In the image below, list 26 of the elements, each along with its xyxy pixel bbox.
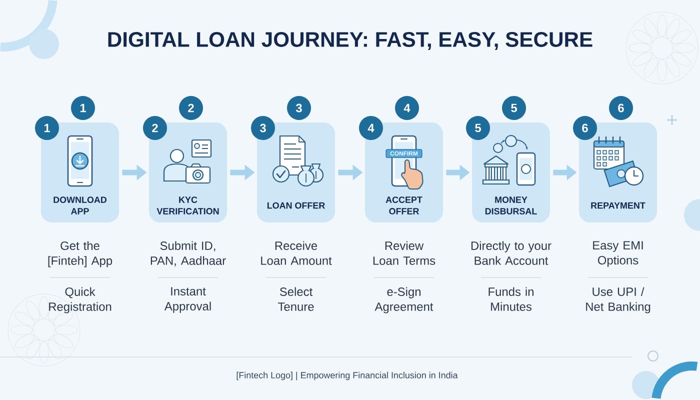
number-badge: 6 (609, 96, 633, 120)
number-badge: 2 (179, 96, 203, 120)
description-text: Funds in Minutes (488, 287, 534, 311)
number-badge: 5 (502, 96, 526, 120)
number-badge: 4 (395, 96, 419, 120)
number-badge: 2 (143, 116, 167, 140)
number-badge: 3 (287, 96, 311, 120)
description-text: Quick Registration (49, 287, 112, 314)
description-text: Get the [Finteh] App (48, 241, 112, 268)
number-badge: 6 (573, 116, 597, 140)
title: DIGITAL LOAN JOURNEY: FAST, EASY, SECURE (108, 32, 592, 50)
number-badge: 4 (359, 116, 383, 140)
footer-text: [Fintech Logo] | Empowering Financial Inclusion in India (236, 372, 458, 380)
description-text: Receive Loan Amount (261, 241, 332, 265)
number-badge: 1 (71, 96, 95, 120)
number-badge: 1 (35, 116, 59, 140)
description-text: Review Loan Terms (373, 241, 436, 265)
description-text: Select Tenure (278, 287, 314, 311)
number-badge: 5 (466, 116, 490, 140)
number-badge: 3 (251, 116, 275, 140)
description-text: Instant Approval (164, 287, 211, 313)
description-text: Easy EMI Options (593, 241, 643, 267)
description-text: Directly to your Bank Account (471, 241, 552, 265)
description-text: e-Sign Agreement (374, 287, 434, 314)
description-text: Submit ID, PAN, Aadhaar (150, 241, 226, 266)
description-text: Use UPI / Net Banking (586, 287, 650, 314)
